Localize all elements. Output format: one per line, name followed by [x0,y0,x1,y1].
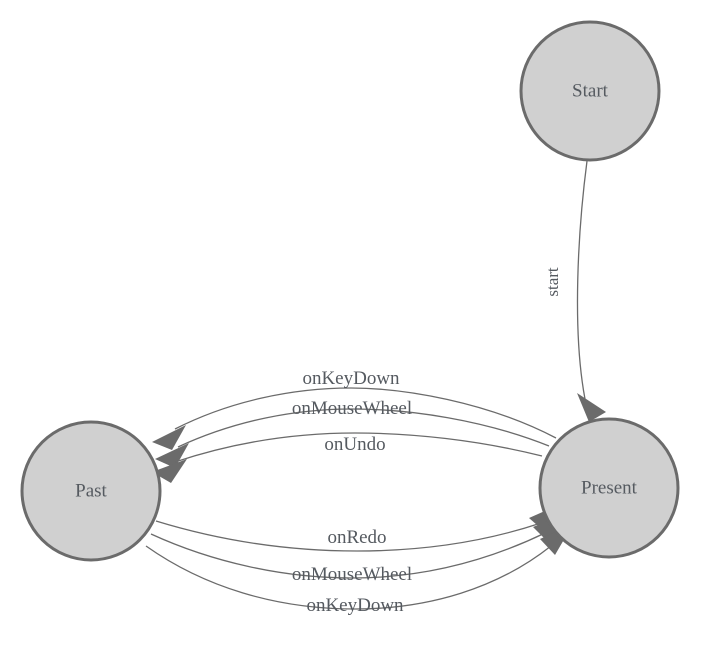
edge-past-to-present-onredo-path [155,520,542,552]
edge-past-to-present-onmousewheel[interactable]: onMouseWheel [150,513,567,585]
edge-present-to-past-onmousewheel-arrowhead [155,443,189,468]
edge-start-to-present-arrowhead [577,393,606,422]
edge-present-to-past-onkeydown-path [174,387,557,439]
node-present-label: Present [581,477,638,498]
edge-past-to-present-onredo[interactable]: onRedo [155,503,563,552]
node-present[interactable]: Present [538,417,680,559]
edge-present-to-past-onmousewheel[interactable]: onMouseWheel [155,398,550,468]
edge-present-to-past-onkeydown-arrowhead [152,425,186,450]
node-past-circle [20,420,162,562]
node-start-label: Start [572,80,609,101]
node-past[interactable]: Past [20,420,162,562]
edge-past-to-present-onkeydown-path [145,545,552,610]
node-present-circle [538,417,680,559]
edge-start-to-present[interactable]: start [543,160,606,422]
node-start[interactable]: Start [519,20,661,162]
edge-past-to-present-onredo-label: onRedo [327,527,386,548]
edge-present-to-past-onundo-path [174,432,543,463]
edge-present-to-past-onkeydown-label: onKeyDown [302,368,400,389]
edge-present-to-past-onmousewheel-path [177,408,550,448]
edge-start-to-present-path [576,160,588,400]
edge-present-to-past-onmousewheel-label: onMouseWheel [292,398,412,419]
edge-present-to-past-onundo-label: onUndo [324,434,385,455]
node-past-label: Past [75,480,107,501]
edge-present-to-past-onundo-arrowhead [152,459,187,483]
edge-past-to-present-onmousewheel-path [150,532,546,579]
edge-present-to-past-onundo[interactable]: onUndo [152,432,543,483]
node-start-circle [519,20,661,162]
edge-present-to-past-onkeydown[interactable]: onKeyDown [152,368,557,450]
edge-past-to-present-onkeydown-label: onKeyDown [306,595,404,616]
edge-past-to-present-onmousewheel-label: onMouseWheel [292,564,412,585]
edge-start-to-present-label: start [543,267,562,297]
